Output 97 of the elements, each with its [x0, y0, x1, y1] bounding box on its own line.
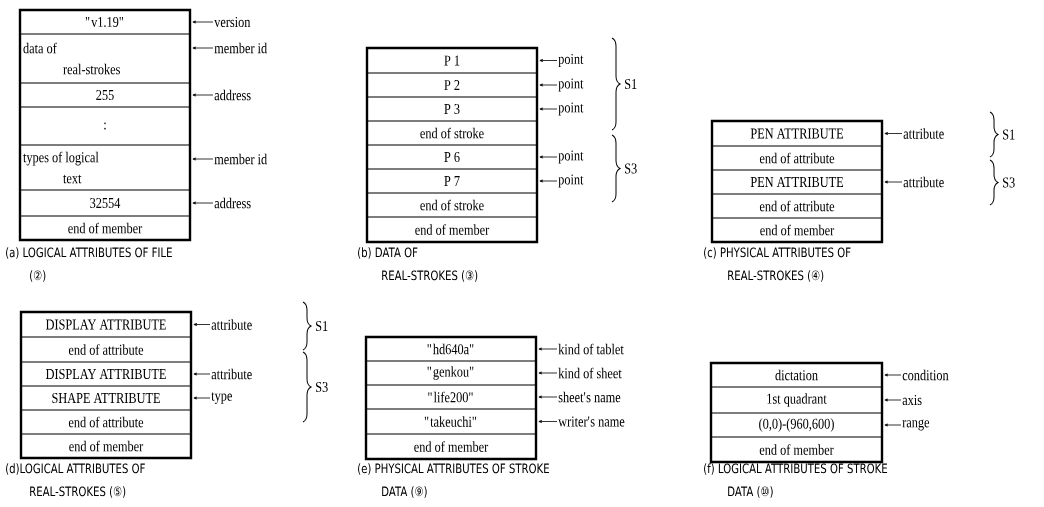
table-cell: end of stroke [366, 120, 538, 146]
annotation-text: sheet's name [558, 391, 621, 403]
node-label: DISPLAY ATTRIBUTE [45, 319, 166, 330]
node-label: "hd640a" [427, 343, 474, 355]
table-cell: end of attribute [711, 145, 883, 171]
annotation-text: member id [214, 42, 267, 54]
table-frame [365, 46, 539, 244]
arrow [539, 83, 558, 87]
table-cell: end of attribute [20, 409, 192, 435]
table-cell: data of real-strokes [19, 33, 191, 84]
figure-caption: (f) LOGICAL ATTRIBUTES OF STROKE DATA (⑩) [704, 463, 888, 498]
annotation-text: condition [902, 369, 949, 381]
arrow [192, 93, 214, 97]
arrow [884, 373, 902, 377]
table-frame [709, 361, 884, 464]
arrow [538, 371, 558, 375]
annotation-text: point [558, 174, 584, 188]
table-cell: P 7 [366, 168, 538, 194]
annotation-text: point [558, 102, 584, 116]
annotation-text: range [902, 419, 930, 431]
table-cell: "life200" [365, 384, 537, 410]
table-cell: 1st quadrant [710, 386, 883, 414]
annotation-text: attribute [903, 128, 944, 139]
node-label: "v1.19" [85, 16, 124, 28]
table-cell: "takeuchi" [365, 408, 537, 435]
table-cell: end of member [366, 216, 538, 243]
table-cell: end of attribute [20, 336, 192, 363]
table-cell: end of member [711, 217, 883, 243]
table-cell: P 6 [366, 144, 538, 170]
figure-caption: (e) PHYSICAL ATTRIBUTES OF STROKE DATA (⑨) [358, 463, 549, 498]
table-frame [710, 119, 884, 244]
arrow [193, 323, 211, 326]
stroke-label: S1 [316, 320, 328, 332]
figure-caption: (d)LOGICAL ATTRIBUTES OF REAL-STROKES (⑤) [6, 463, 145, 498]
table-cell: end of member [365, 433, 537, 460]
annotation-text: attribute [903, 176, 944, 188]
annotation-text: point [558, 53, 584, 68]
arrow [539, 107, 558, 111]
arrow [539, 59, 558, 62]
annotation-text: axis [902, 394, 922, 406]
table-cell: "genkou" [365, 360, 537, 386]
annotation-text: version [214, 16, 251, 28]
table-frame [19, 310, 193, 460]
arrow [193, 372, 211, 376]
arrow [192, 20, 214, 24]
arrow [192, 157, 214, 161]
table-frame [18, 8, 192, 242]
stroke-label: S1 [1003, 129, 1015, 140]
node-label: P 1 [444, 55, 460, 66]
arrow [193, 396, 211, 400]
table-cell: DISPLAY ATTRIBUTE [20, 361, 192, 387]
table-cell: end of member [19, 215, 191, 241]
annotation-text: attribute [211, 368, 252, 380]
annotation-text: address [214, 89, 251, 101]
annotation-text: kind of sheet [558, 367, 622, 379]
table-cell: SHAPE ATTRIBUTE [20, 385, 192, 411]
arrow [539, 155, 558, 159]
annotation-text: point [558, 150, 584, 164]
annotation-text: writer's name [558, 416, 625, 427]
annotation-text: address [214, 197, 251, 209]
arrow [192, 46, 214, 50]
figure-caption: (b) DATA OF REAL-STROKES (③) [358, 247, 478, 282]
annotation-text: point [558, 78, 584, 92]
arrow [884, 398, 902, 402]
stroke-label: S3 [316, 381, 328, 393]
annotation-text: member id [214, 153, 267, 165]
node-label: PEN ATTRIBUTE [750, 128, 844, 139]
table-cell: end of member [20, 433, 192, 459]
node-label: dictation [775, 369, 818, 381]
arrow [884, 180, 903, 184]
arrow [539, 179, 558, 183]
table-cell: end of member [710, 436, 883, 463]
table-cell: 32554 [19, 189, 191, 217]
table-cell: end of stroke [366, 192, 538, 218]
table-cell: : [19, 106, 191, 146]
arrow [884, 132, 903, 135]
arrow [538, 347, 558, 351]
arrow [884, 423, 902, 427]
table-cell: types of logical text [19, 144, 191, 191]
stroke-label: S1 [625, 78, 637, 90]
arrow [538, 395, 558, 399]
stroke-label: S3 [1003, 177, 1015, 188]
annotation-text: type [211, 392, 232, 404]
figure-caption: (c) PHYSICAL ATTRIBUTES OF REAL-STROKES (④) [704, 247, 851, 282]
table-cell: end of attribute [711, 193, 883, 219]
arrow [538, 420, 558, 423]
table-cell: P 2 [366, 72, 538, 98]
table-frame [364, 335, 538, 461]
table-cell: 255 [19, 82, 191, 108]
annotation-text: kind of tablet [558, 343, 624, 355]
figure-caption: (a) LOGICAL ATTRIBUTES OF FILE (②) [6, 247, 172, 282]
stroke-label: S3 [625, 163, 637, 174]
table-cell: PEN ATTRIBUTE [711, 169, 883, 195]
table-cell: P 3 [366, 96, 538, 122]
table-cell: (0,0)-(960,600) [710, 412, 883, 438]
annotation-text: attribute [211, 319, 252, 330]
arrow [192, 201, 214, 205]
